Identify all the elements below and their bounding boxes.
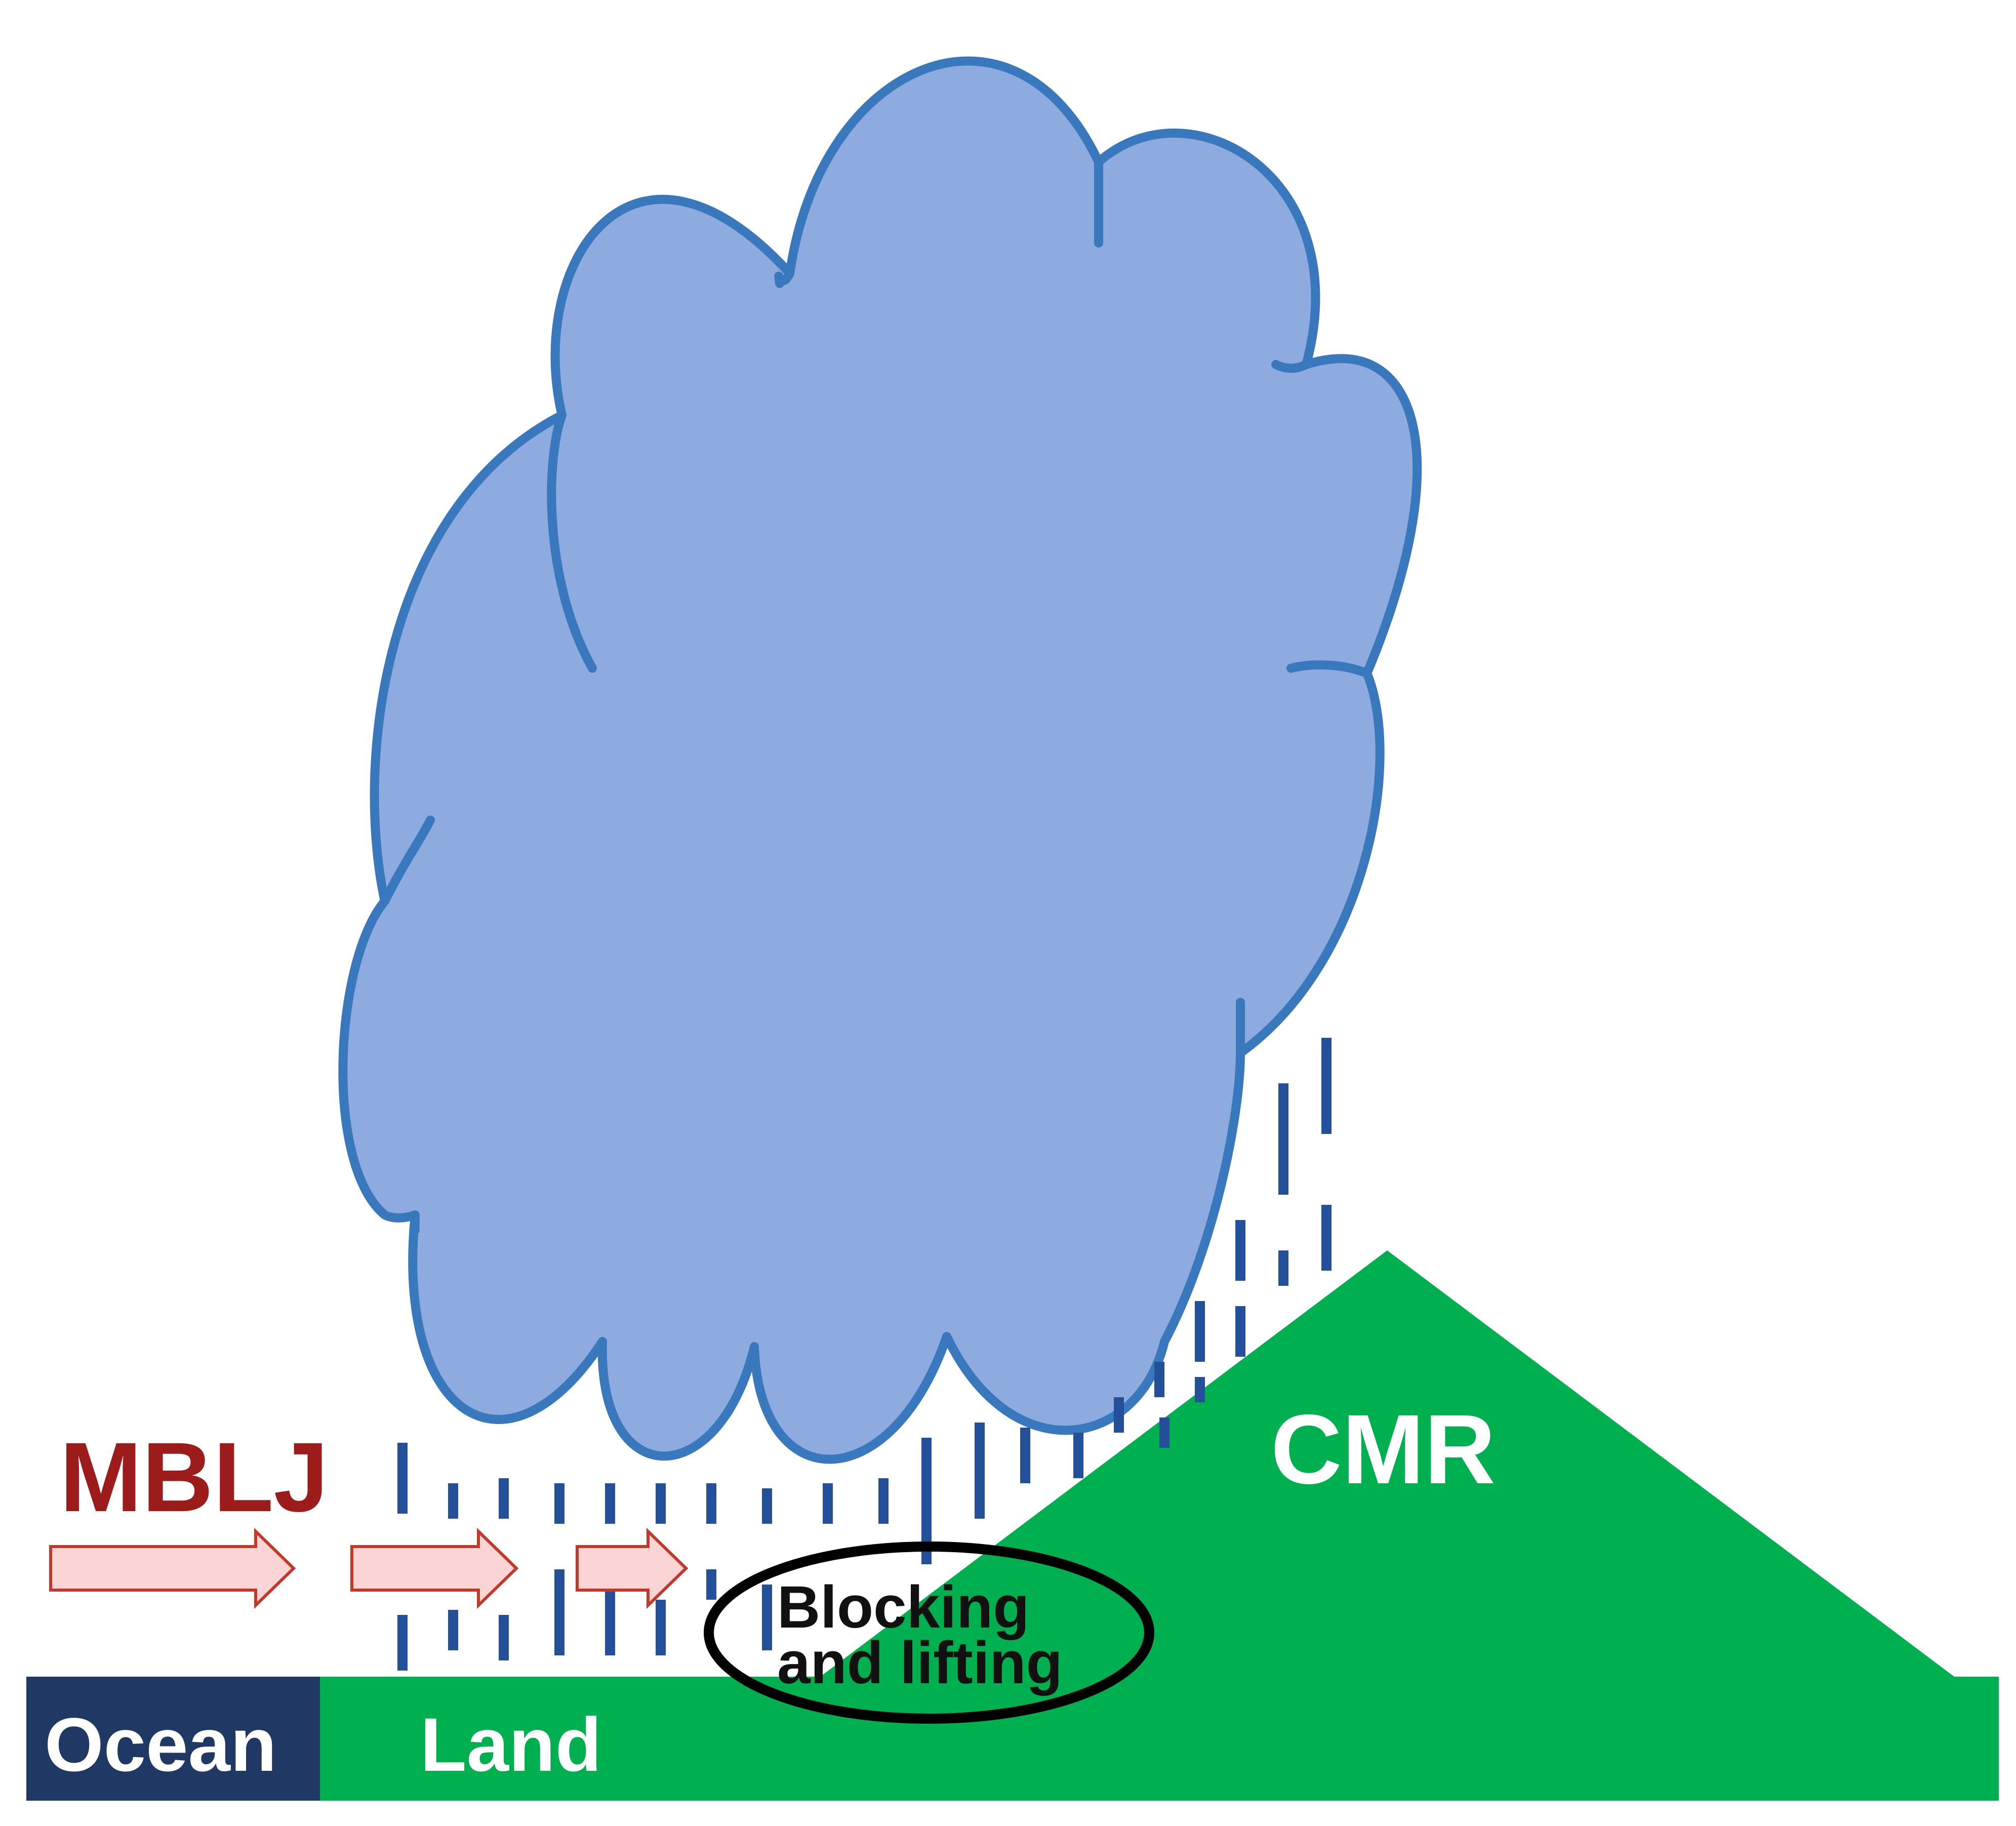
- blocking-label-line1: Blocking: [777, 1574, 1029, 1641]
- blocking-label-line2: and lifting: [777, 1630, 1063, 1696]
- land-strip: [320, 1677, 1999, 1801]
- right-arrow-icon: [350, 1527, 519, 1609]
- mountain-cmr: [820, 1250, 1954, 1677]
- blocking-lifting-annotation: Blocking and lifting: [704, 1541, 1154, 1724]
- rain-streaks: [397, 1038, 1332, 1671]
- land-label: Land: [420, 1702, 601, 1787]
- right-arrow-icon: [576, 1527, 689, 1609]
- ellipse-outline: [704, 1541, 1154, 1724]
- right-arrow-icon: [49, 1527, 296, 1609]
- mblj-label: MBLJ: [60, 1422, 329, 1532]
- ocean-strip: [26, 1677, 320, 1801]
- cloud: [338, 56, 1422, 1464]
- ocean-label: Ocean: [45, 1702, 277, 1787]
- cmr-label: CMR: [1271, 1394, 1496, 1505]
